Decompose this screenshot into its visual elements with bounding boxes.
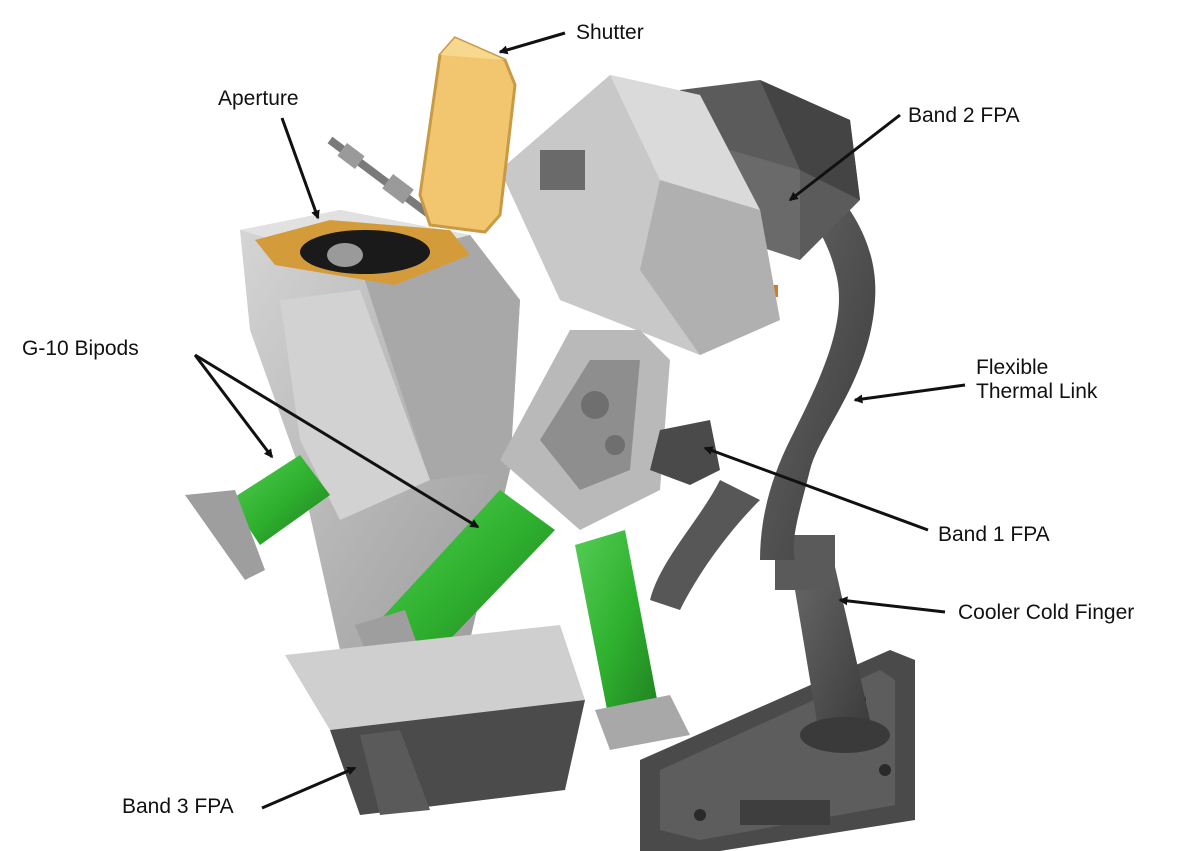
arrow-flex xyxy=(853,383,966,404)
label-band2-fpa: Band 2 FPA xyxy=(908,104,1020,127)
arrow-band3 xyxy=(261,766,357,810)
arrow-cooler xyxy=(838,596,946,614)
cooler-cold-finger xyxy=(775,535,890,753)
label-flexible-line1: Flexible xyxy=(976,356,1049,379)
telescope-body xyxy=(240,210,520,650)
bipod-bracket xyxy=(500,330,670,530)
arrow-shutter xyxy=(498,31,566,55)
arrow-aperture xyxy=(280,117,320,220)
g10-bipod-left xyxy=(185,455,330,580)
arrow-g10-a xyxy=(193,354,274,459)
label-shutter: Shutter xyxy=(576,21,644,44)
g10-bipod-right xyxy=(575,530,690,750)
label-flexible-line2: Thermal Link xyxy=(976,379,1098,403)
callout-arrows xyxy=(193,31,966,810)
upper-optics-housing xyxy=(500,75,780,355)
label-flexible-thermal-link: Flexible Thermal Link xyxy=(976,356,1176,403)
shutter-actuator xyxy=(327,136,433,219)
flexible-thermal-link xyxy=(650,160,876,610)
cooler-base-plate xyxy=(640,650,915,851)
label-band3-fpa: Band 3 FPA xyxy=(122,795,234,818)
aperture-ring xyxy=(255,220,470,285)
band3-fpa-housing xyxy=(285,625,585,815)
arrow-g10-b xyxy=(194,353,480,529)
label-band1-fpa: Band 1 FPA xyxy=(938,523,1050,546)
label-cooler-cold-finger: Cooler Cold Finger xyxy=(958,601,1135,624)
arrow-band2 xyxy=(788,113,901,202)
shutter-flap xyxy=(418,36,517,234)
label-aperture: Aperture xyxy=(218,87,299,110)
label-g10-bipods: G-10 Bipods xyxy=(22,337,139,360)
arrow-band1 xyxy=(703,446,929,532)
band1-fpa-housing xyxy=(650,420,720,485)
band2-fpa-housing xyxy=(680,80,860,297)
